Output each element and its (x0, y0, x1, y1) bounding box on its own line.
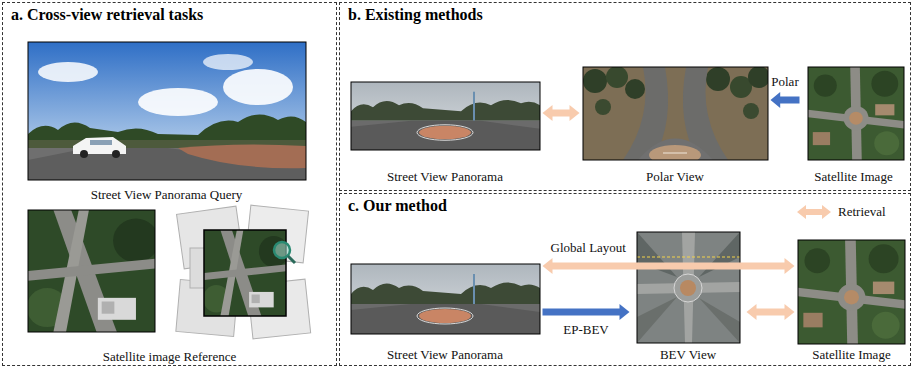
image-caption: BEV View (660, 347, 716, 362)
edge-label: EP-BEV (561, 322, 611, 337)
panel-title: b. Existing methods (340, 3, 910, 24)
image-node: Street View Panorama (350, 80, 541, 184)
satellite-image (27, 210, 159, 332)
image-node: Street View Panorama Query (28, 42, 306, 202)
image-frame (637, 232, 740, 343)
image-caption: Street View Panorama (387, 347, 503, 362)
polar-image (583, 66, 770, 165)
image-caption: Satellite image Reference (103, 349, 237, 364)
retrieval-arrow (543, 258, 795, 274)
bev-image (637, 232, 740, 343)
transform-arrow (543, 304, 630, 320)
satellite-image (798, 240, 905, 344)
legend: Retrieval (838, 204, 886, 219)
image-node: Street View Panorama (350, 260, 541, 362)
image-node: Satellite image Reference (28, 206, 312, 364)
edge-label: Polar (769, 74, 800, 89)
legend-text: Retrieval (838, 204, 886, 219)
image-node: Satellite Image (802, 64, 906, 184)
retrieval-arrow (543, 105, 580, 121)
image-frame (583, 67, 768, 160)
image-caption: Satellite Image (812, 347, 890, 362)
street-image (351, 264, 540, 334)
image-node: Polar View (582, 64, 769, 184)
panel: c. Our methodStreet View Panorama BEV Vie… (339, 193, 911, 366)
image-caption: Satellite Image (814, 169, 892, 184)
image-frame (351, 264, 540, 334)
street-image (351, 82, 540, 150)
image-frame (28, 210, 155, 332)
satellite-image (808, 67, 904, 160)
image-frame (351, 82, 540, 150)
panel: b. Existing methodsStreet View Panorama P… (339, 2, 911, 191)
image-frame (808, 67, 904, 160)
image-caption: Street View Panorama Query (91, 187, 243, 202)
image-node: Satellite Image (797, 238, 907, 362)
polar-arrow (771, 92, 800, 108)
image-caption: Polar View (646, 169, 704, 184)
image-caption: Street View Panorama (387, 169, 503, 184)
retrieval-arrow (747, 304, 795, 320)
image-node: BEV View (632, 230, 745, 362)
image-frame (798, 240, 905, 344)
satellite-stack (176, 205, 311, 339)
panel-title: c. Our method (340, 194, 910, 215)
panel-title: a. Cross-view retrieval tasks (3, 3, 336, 24)
panel: a. Cross-view retrieval tasksStreet View… (2, 2, 337, 366)
panorama-image (28, 42, 306, 180)
edge-label: Global Layout (549, 240, 628, 255)
legend-arrow (797, 205, 831, 219)
image-frame (28, 42, 306, 180)
